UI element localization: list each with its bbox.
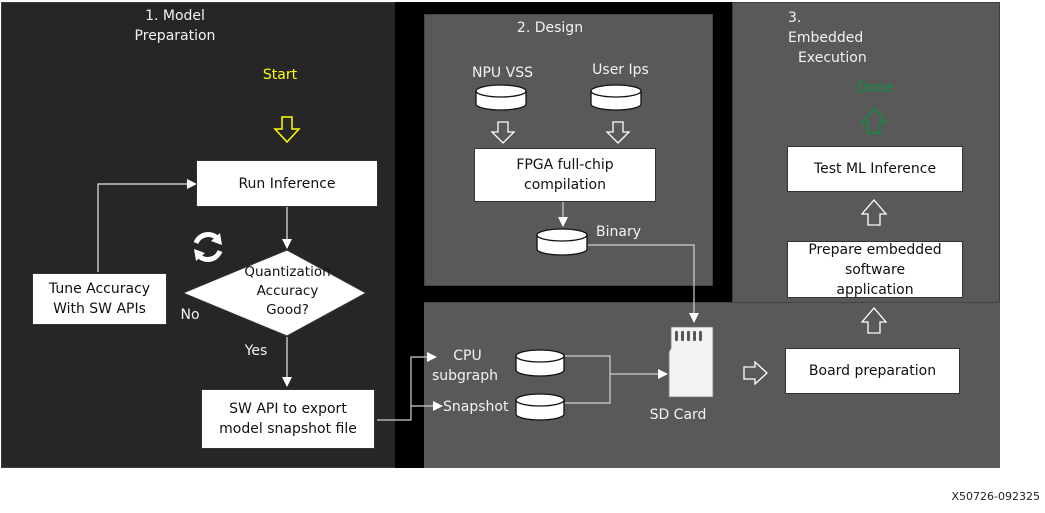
no-label: No	[180, 307, 200, 323]
npu-vss-label: NPU VSS	[472, 65, 533, 81]
label-line: CPU	[453, 348, 482, 364]
title-line: Execution	[798, 50, 867, 66]
box-line: application	[836, 281, 914, 298]
user-ips-disk-icon	[590, 84, 642, 111]
snapshot-label: Snapshot	[443, 399, 509, 415]
box-line: compilation	[524, 177, 606, 193]
export-snapshot-box[interactable]: SW API to export model snapshot file	[201, 389, 375, 449]
npu-down-arrow-icon	[490, 121, 516, 144]
export-connector	[377, 352, 437, 421]
section-title-model-preparation: 1. Model Preparation	[105, 6, 245, 46]
cpu-subgraph-label: CPU subgraph	[430, 346, 500, 386]
snapshot-disk-icon	[515, 393, 565, 421]
box-line: SW API to export	[229, 401, 347, 417]
label-line: subgraph	[431, 368, 499, 384]
box-line: software	[844, 261, 906, 278]
yes-label: Yes	[244, 343, 268, 359]
box-line: FPGA full-chip	[516, 157, 614, 173]
prepare-embedded-software-box[interactable]: Prepare embedded software application	[787, 241, 963, 298]
sd-card-icon	[668, 326, 714, 398]
up-arrow-icon	[860, 307, 888, 334]
section-title-embedded-execution: 3. Embedded Execution	[770, 8, 870, 68]
binary-disk-icon	[536, 228, 588, 256]
decision-line: Good?	[266, 302, 309, 318]
up-arrow-icon	[860, 199, 888, 226]
title-line: 1. Model	[145, 8, 205, 24]
fpga-compilation-box[interactable]: FPGA full-chip compilation	[474, 148, 656, 202]
decision-line: Quantization	[244, 264, 331, 280]
board-preparation-box[interactable]: Board preparation	[785, 348, 960, 394]
binary-label: Binary	[596, 224, 641, 240]
title-line: Preparation	[134, 28, 216, 44]
start-arrow-icon	[273, 116, 301, 144]
user-ips-label: User Ips	[592, 62, 649, 78]
box-line: Prepare embedded	[808, 241, 942, 258]
box-line: Tune Accuracy	[48, 281, 151, 297]
box-line: model snapshot file	[219, 421, 357, 437]
decision-diamond	[181, 249, 368, 337]
box-line: With SW APIs	[53, 301, 146, 317]
tune-accuracy-box[interactable]: Tune Accuracy With SW APIs	[32, 273, 167, 325]
start-label: Start	[262, 67, 298, 83]
right-arrow-icon	[743, 360, 768, 386]
user-ips-down-arrow-icon	[605, 121, 631, 144]
decision-label[interactable]: Quantization Accuracy Good?	[200, 263, 375, 320]
npu-vss-disk-icon	[475, 84, 527, 111]
run-inference-box[interactable]: Run Inference	[196, 160, 378, 207]
sd-card-label: SD Card	[649, 407, 707, 423]
binary-connector	[588, 244, 699, 323]
figure-id: X50726-092325	[951, 490, 1041, 503]
cpu-subgraph-disk-icon	[515, 349, 565, 377]
loop-connector	[97, 179, 197, 272]
decision-line: Accuracy	[256, 283, 319, 299]
done-arrow-icon	[860, 106, 888, 134]
test-ml-inference-box[interactable]: Test ML Inference	[787, 146, 963, 192]
done-label: Done	[856, 80, 894, 96]
section-title-design: 2. Design	[516, 20, 584, 36]
title-line: 3. Embedded	[788, 10, 864, 46]
